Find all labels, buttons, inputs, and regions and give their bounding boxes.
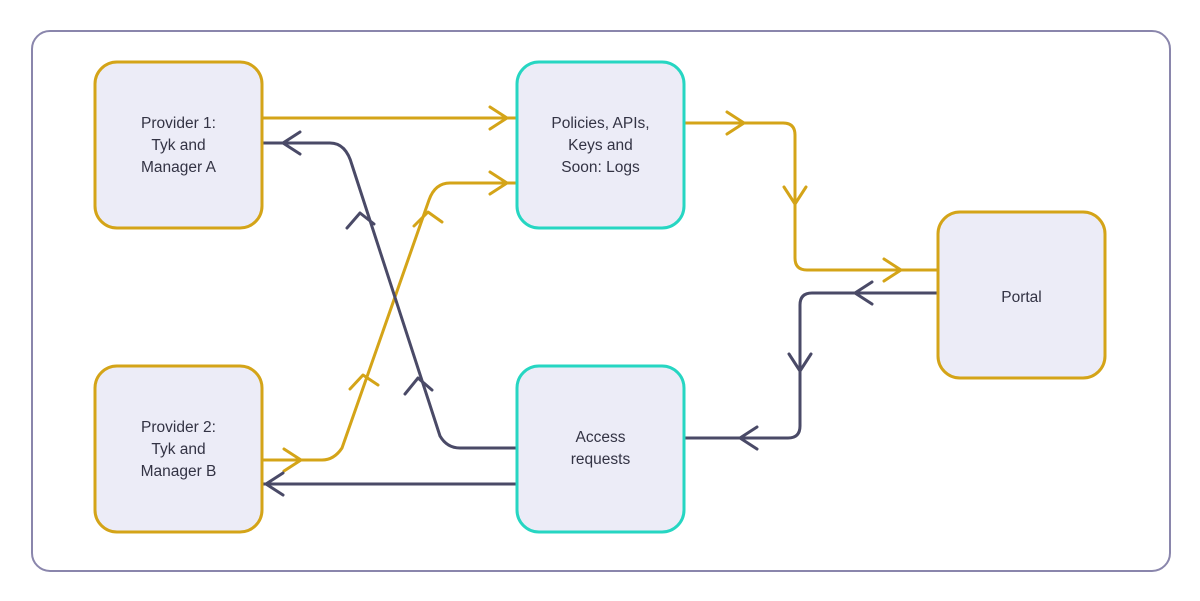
edge-access-to-provider2 bbox=[260, 471, 519, 497]
arrowhead-right-icon bbox=[882, 257, 903, 283]
node-portal[interactable]: Portal bbox=[936, 210, 1107, 380]
node-access-requests-label-line1: Access bbox=[576, 429, 626, 446]
node-policies[interactable]: Policies, APIs, Keys and Soon: Logs bbox=[515, 60, 686, 230]
node-policies-shape[interactable] bbox=[515, 60, 686, 230]
node-provider2-label-line1: Provider 2: bbox=[141, 419, 216, 436]
arrowhead-right-icon bbox=[488, 105, 509, 131]
node-portal-shape[interactable] bbox=[936, 210, 1107, 380]
edge-access-to-provider1 bbox=[260, 130, 519, 450]
arrowhead-up-icon bbox=[345, 211, 376, 230]
node-policies-label-line1: Policies, APIs, bbox=[551, 115, 649, 132]
node-provider1-label-line1: Provider 1: bbox=[141, 115, 216, 132]
node-provider1-label-line2: Tyk and bbox=[151, 137, 205, 154]
node-policies-label-line2: Keys and bbox=[568, 137, 633, 154]
arrowhead-down-icon bbox=[782, 185, 808, 206]
node-access-requests[interactable]: Access requests bbox=[515, 364, 686, 534]
node-provider1-label-line3: Manager A bbox=[141, 159, 217, 176]
node-access-requests-shape[interactable] bbox=[515, 364, 686, 534]
node-provider2-label-line3: Manager B bbox=[141, 463, 217, 480]
edge-provider2-to-policies bbox=[260, 170, 519, 473]
node-provider2-label-line2: Tyk and bbox=[151, 441, 205, 458]
node-provider1-shape[interactable] bbox=[93, 60, 264, 230]
arrowhead-right-icon bbox=[282, 447, 303, 473]
outer-frame bbox=[31, 30, 1171, 572]
arrowhead-up-icon bbox=[403, 376, 434, 396]
arrowhead-left-icon bbox=[281, 130, 302, 156]
node-portal-label: Portal bbox=[1001, 289, 1042, 306]
node-provider1[interactable]: Provider 1: Tyk and Manager A bbox=[93, 60, 264, 230]
edge-portal-to-access bbox=[682, 280, 940, 451]
node-policies-label-line3: Soon: Logs bbox=[561, 159, 640, 176]
arrowhead-down-icon bbox=[787, 352, 813, 373]
arrowhead-left-icon bbox=[853, 280, 874, 306]
arrowhead-up-icon bbox=[412, 210, 444, 228]
arrowhead-left-icon bbox=[264, 471, 285, 497]
arrowhead-left-icon bbox=[738, 425, 759, 451]
edge-provider1-to-policies bbox=[260, 105, 519, 131]
arrowhead-right-icon bbox=[488, 170, 509, 196]
arrowhead-up-icon bbox=[348, 373, 380, 391]
node-provider2-shape[interactable] bbox=[93, 364, 264, 534]
arrowhead-right-icon bbox=[725, 110, 746, 136]
node-access-requests-label-line2: requests bbox=[571, 451, 631, 468]
edge-policies-to-portal bbox=[682, 110, 940, 283]
node-provider2[interactable]: Provider 2: Tyk and Manager B bbox=[93, 364, 264, 534]
